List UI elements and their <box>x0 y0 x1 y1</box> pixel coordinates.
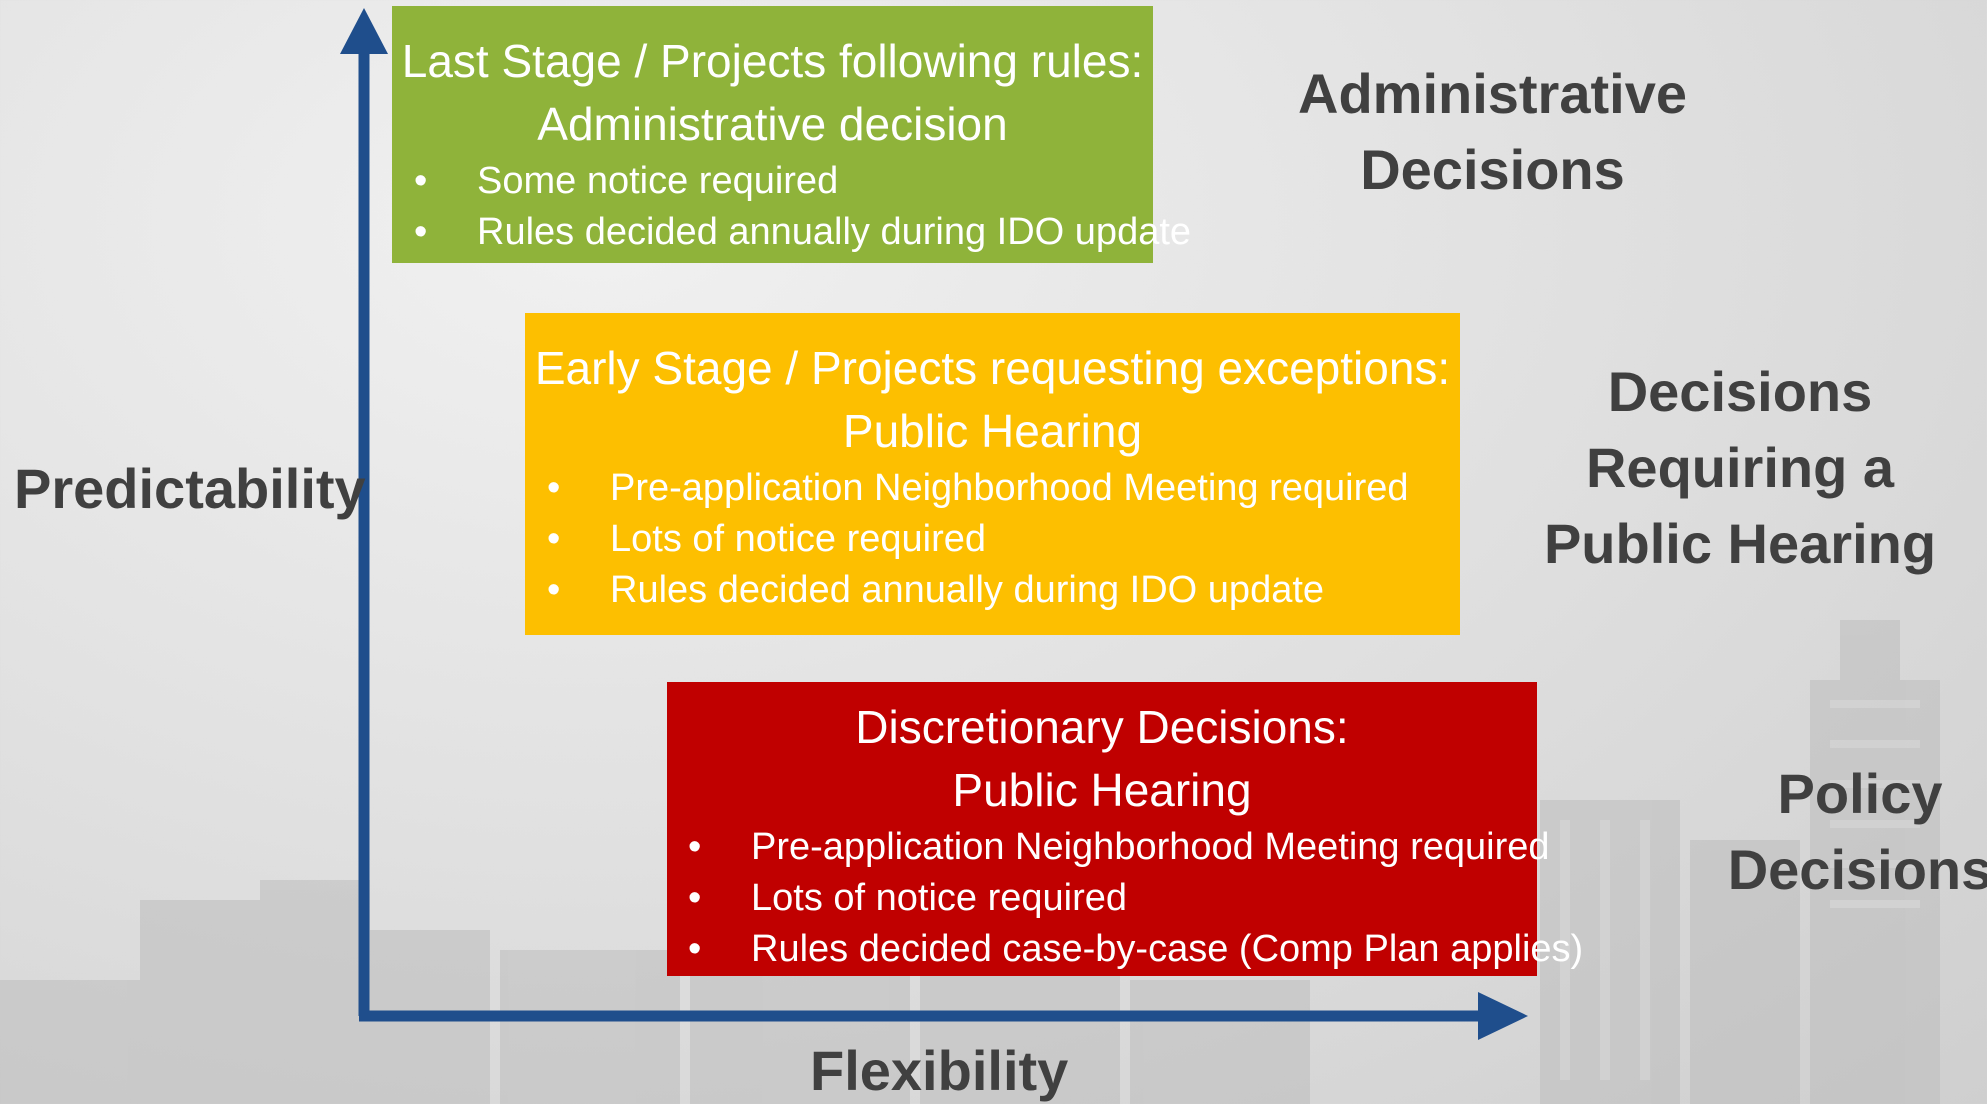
list-item: •Lots of notice required <box>688 873 1537 924</box>
bullet-icon: • <box>688 877 702 919</box>
box-title-line2: Public Hearing <box>842 405 1143 457</box>
side-label-policy: Policy Decisions <box>1727 762 1987 901</box>
box-title: Discretionary Decisions: Public Hearing <box>667 682 1537 822</box>
bullet-icon: • <box>688 928 702 970</box>
list-item: •Pre-application Neighborhood Meeting re… <box>547 463 1460 514</box>
bullet-icon: • <box>547 569 561 611</box>
bullet-icon: • <box>414 160 428 202</box>
list-item: •Pre-application Neighborhood Meeting re… <box>688 822 1550 873</box>
list-item: •Rules decided annually during IDO updat… <box>547 565 1460 616</box>
administrative-decision-box: Last Stage / Projects following rules: A… <box>392 6 1191 263</box>
public-hearing-exceptions-box: Early Stage / Projects requesting except… <box>525 313 1460 635</box>
list-item: •Some notice required <box>414 156 1153 207</box>
box-title-line2: Administrative decision <box>537 98 1008 150</box>
bullet-icon: • <box>414 211 428 253</box>
x-axis-label: Flexibility <box>810 1039 1069 1102</box>
box-title: Early Stage / Projects requesting except… <box>525 313 1460 463</box>
side-label-public-hearing: Decisions Requiring a Public Hearing <box>1543 360 1937 575</box>
y-axis-label: Predictability <box>14 457 366 520</box>
box-title: Last Stage / Projects following rules: A… <box>392 6 1153 156</box>
list-item: •Rules decided annually during IDO updat… <box>414 207 1191 258</box>
list-item: •Rules decided case-by-case (Comp Plan a… <box>688 924 1583 975</box>
x-axis-arrowhead <box>1478 992 1528 1040</box>
box-title-line1: Discretionary Decisions: <box>855 701 1349 753</box>
box-bullet-list: •Pre-application Neighborhood Meeting re… <box>525 463 1460 616</box>
box-title-line1: Early Stage / Projects requesting except… <box>534 342 1451 394</box>
box-bullet-list: •Some notice required •Rules decided ann… <box>392 156 1191 258</box>
discretionary-decisions-box: Discretionary Decisions: Public Hearing … <box>667 682 1583 976</box>
box-title-line2: Public Hearing <box>952 764 1252 816</box>
list-item: •Lots of notice required <box>547 514 1460 565</box>
side-label-administrative: Administrative Decisions <box>1298 62 1687 201</box>
bullet-icon: • <box>547 467 561 509</box>
bullet-icon: • <box>688 826 702 868</box>
y-axis-arrowhead <box>340 8 388 54</box>
bullet-icon: • <box>547 518 561 560</box>
box-title-line1: Last Stage / Projects following rules: <box>401 35 1144 87</box>
box-bullet-list: •Pre-application Neighborhood Meeting re… <box>667 822 1583 975</box>
